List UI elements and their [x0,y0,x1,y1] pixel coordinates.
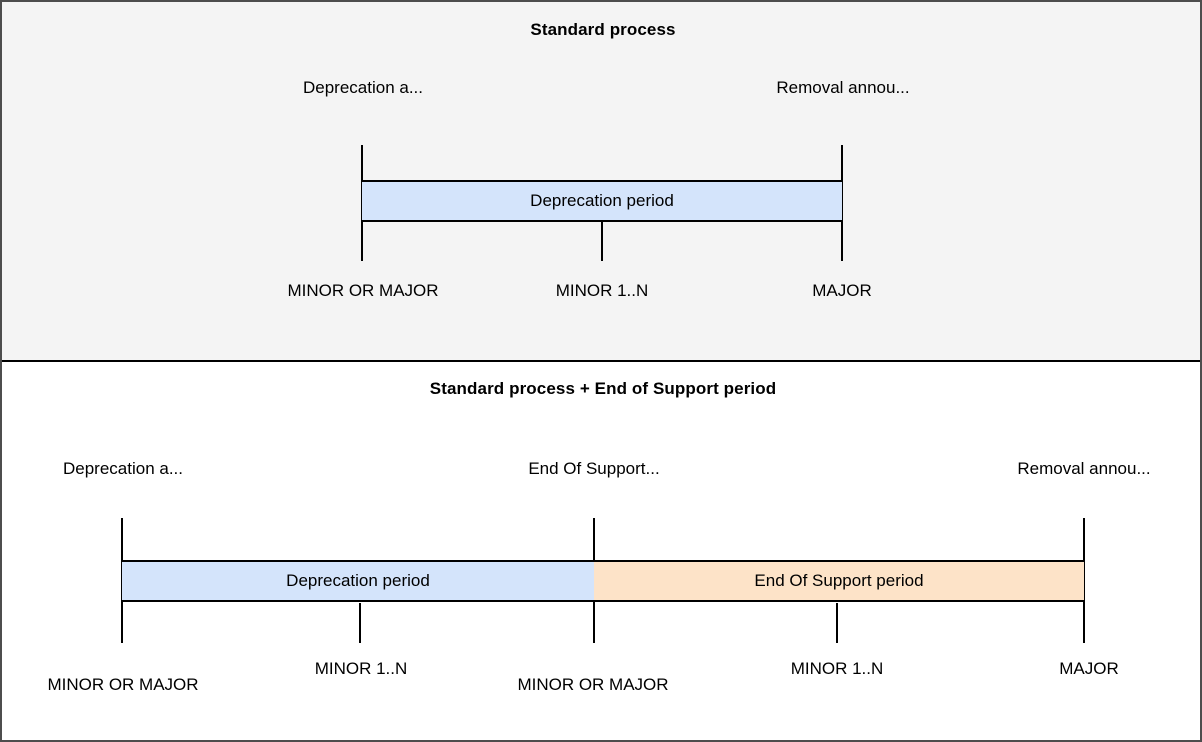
tick-label-minor-1n-2: MINOR 1..N [314,659,408,678]
tick-label-minor-or-major-3: MINOR OR MAJOR [517,675,669,694]
bar-deprecation-period: Deprecation period [362,180,842,222]
panel-standard-process: Standard process Deprecation a... Remova… [2,2,1200,362]
panel-standard-process-title: Standard process [530,20,676,39]
tick-label-minor-1n-3: MINOR 1..N [790,659,884,678]
event-label-deprecation-announced: Deprecation a... [302,78,424,97]
panel-eos-title: Standard process + End of Support period [429,379,777,398]
bar-end-of-support-period-label: End Of Support period [754,571,924,590]
event-label-removal-announced: Removal annou... [776,78,910,97]
timeline-vrule-mid-left [359,603,361,643]
panel-standard-process-plus-eos: Standard process + End of Support period… [2,362,1200,740]
timeline-vrule-end [841,145,843,261]
tick-label-minor-or-major-1: MINOR OR MAJOR [287,281,439,300]
tick-label-major-1: MAJOR [812,281,872,300]
event-label-end-of-support: End Of Support... [528,459,660,478]
event-label-removal-announced-2: Removal annou... [1017,459,1151,478]
bar-end-of-support-period: End Of Support period [594,560,1084,602]
timeline-vrule-mid [601,221,603,261]
tick-label-minor-or-major-2: MINOR OR MAJOR [47,675,199,694]
bar-deprecation-period-label: Deprecation period [530,191,674,210]
event-label-deprecation-announced-2: Deprecation a... [62,459,184,478]
timeline-vrule-end-2 [1083,518,1085,643]
tick-label-major-2: MAJOR [1059,659,1119,678]
tick-label-minor-1n-1: MINOR 1..N [555,281,649,300]
timeline-vrule-mid-right [836,603,838,643]
bar-deprecation-period-2: Deprecation period [122,560,594,602]
bar-deprecation-period-2-label: Deprecation period [286,571,430,590]
